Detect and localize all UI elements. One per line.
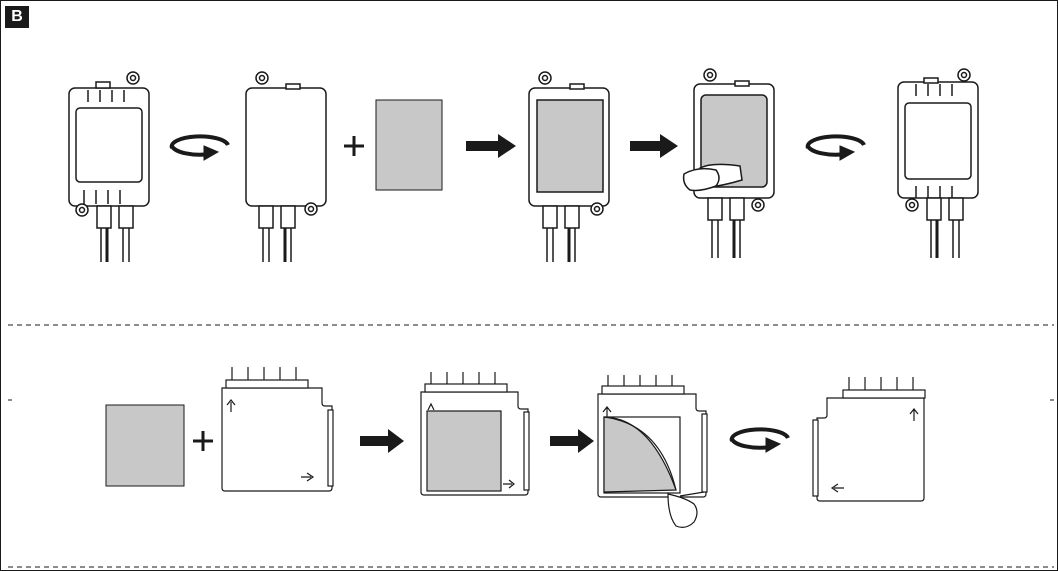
adhesive-pad xyxy=(375,99,443,191)
device-front-1 xyxy=(68,71,150,262)
module-peel-backing xyxy=(597,375,708,528)
module-front xyxy=(812,377,926,502)
right-arrow-icon xyxy=(466,134,516,158)
rotate-arrow-icon xyxy=(729,427,790,453)
device-peel-backing xyxy=(682,68,775,258)
device-back-with-pad xyxy=(528,71,610,262)
plus-icon xyxy=(193,431,213,451)
right-arrow-icon xyxy=(550,429,594,453)
module-back-with-pad xyxy=(420,372,530,496)
right-arrow-icon xyxy=(360,429,404,453)
right-arrow-icon xyxy=(630,134,678,158)
module-back xyxy=(221,367,334,492)
panel-label: B xyxy=(5,6,29,28)
plus-icon xyxy=(344,136,364,156)
device-front-2 xyxy=(897,68,979,258)
adhesive-pad xyxy=(105,404,185,487)
device-back-1 xyxy=(245,71,327,262)
rotate-arrow-icon xyxy=(169,134,230,161)
rotate-arrow-icon xyxy=(805,134,866,161)
